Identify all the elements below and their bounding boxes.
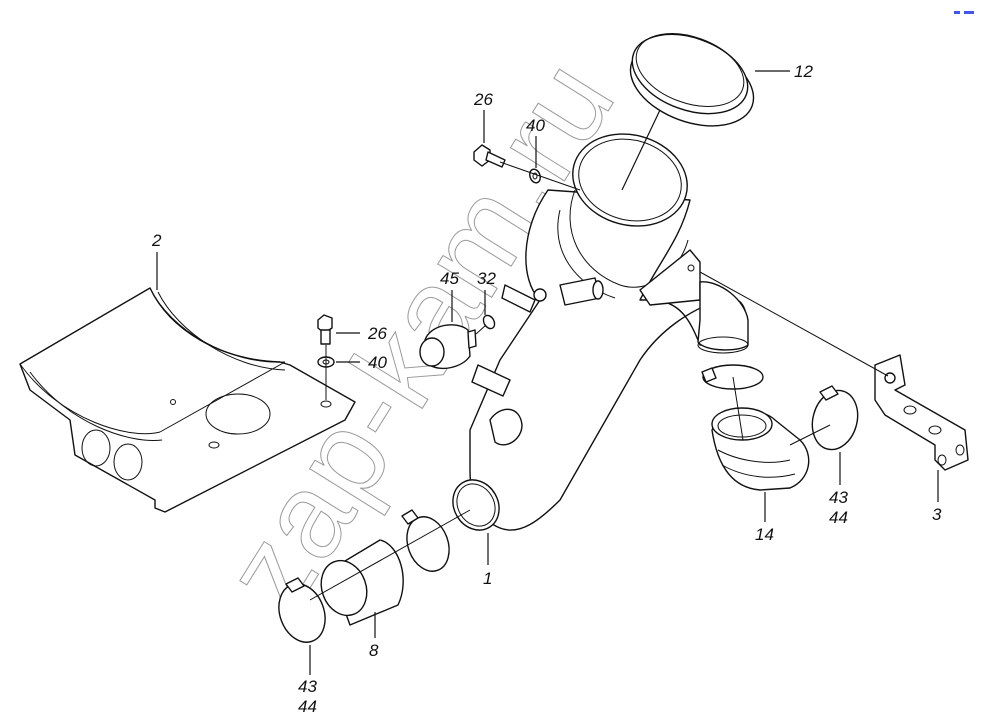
elbow-hose bbox=[711, 407, 810, 491]
callout-44-sleeve: 44 bbox=[298, 697, 317, 716]
intake-pipe bbox=[452, 133, 749, 531]
corner-mark-icon bbox=[954, 4, 978, 15]
callout-8: 8 bbox=[369, 641, 379, 660]
washer-upper bbox=[529, 168, 541, 184]
callout-1: 1 bbox=[483, 569, 492, 588]
callout-44-elbow: 44 bbox=[829, 508, 848, 527]
callout-12: 12 bbox=[794, 62, 813, 81]
callout-26-lower: 26 bbox=[367, 324, 387, 343]
hose-clamp-sleeve-upper bbox=[401, 509, 450, 572]
hose-clamp-elbow bbox=[811, 385, 859, 451]
callout-32: 32 bbox=[477, 269, 496, 288]
bolt-upper bbox=[473, 144, 506, 168]
hose-clamp-elbow-upper bbox=[701, 364, 764, 390]
callout-2: 2 bbox=[151, 231, 162, 250]
callout-45: 45 bbox=[440, 269, 459, 288]
callout-40-lower: 40 bbox=[368, 353, 387, 372]
callout-3: 3 bbox=[932, 505, 942, 524]
connecting-sleeve bbox=[320, 539, 404, 626]
callout-40-upper: 40 bbox=[526, 116, 545, 135]
mounting-bracket bbox=[874, 354, 969, 471]
callout-26-upper: 26 bbox=[473, 90, 493, 109]
callout-43-elbow: 43 bbox=[829, 488, 848, 507]
bolt-lower bbox=[317, 314, 333, 345]
plug bbox=[419, 324, 477, 370]
support-cradle bbox=[19, 287, 356, 513]
end-cap bbox=[629, 33, 755, 127]
callout-14: 14 bbox=[755, 525, 774, 544]
callout-43-sleeve: 43 bbox=[298, 677, 317, 696]
